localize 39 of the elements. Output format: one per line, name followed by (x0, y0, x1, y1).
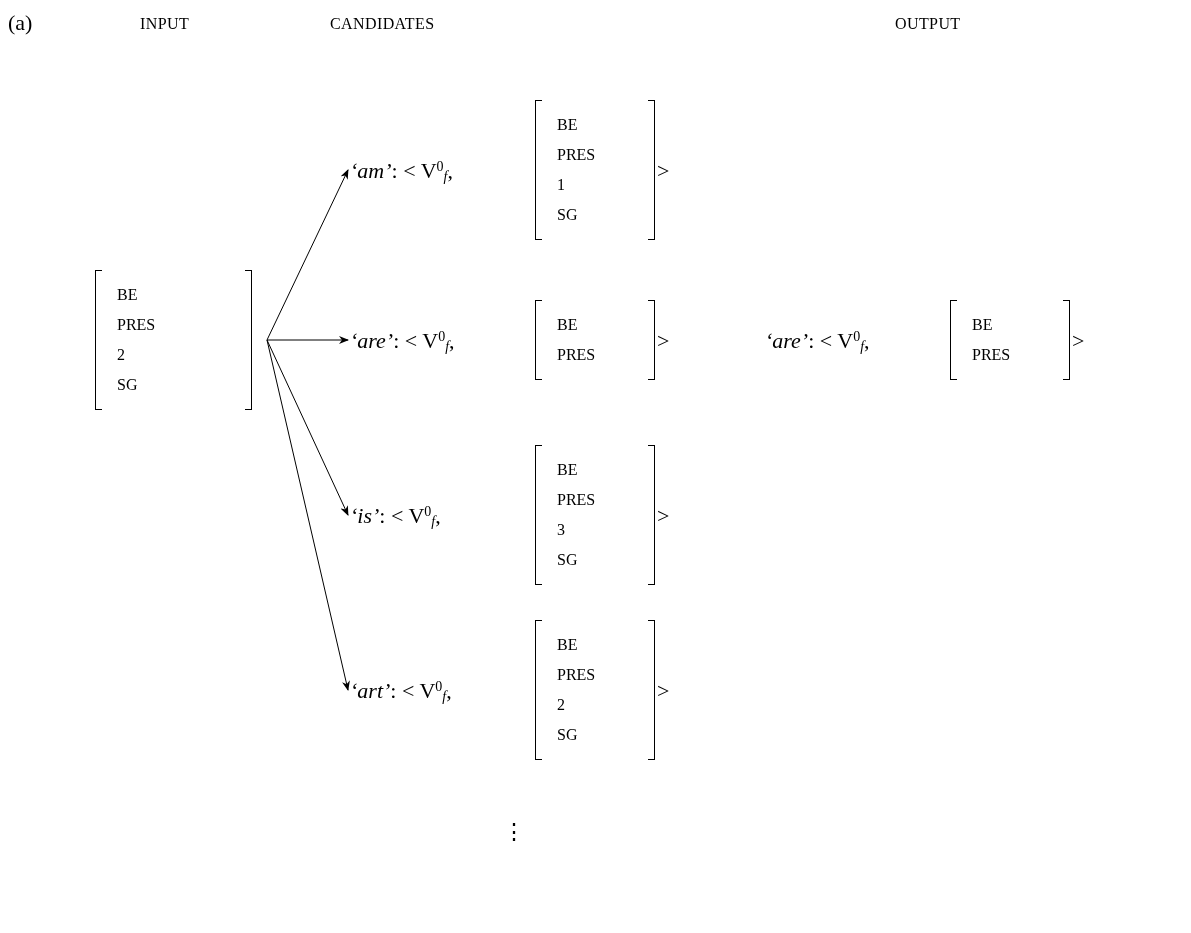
closing-angle: > (657, 501, 670, 530)
feature-label: BE (557, 460, 578, 480)
feature-label: 2 (557, 695, 565, 715)
closing-angle: > (657, 156, 670, 185)
feature-label: BE (117, 285, 138, 305)
feature-label: SG (557, 725, 578, 745)
feature-label: 2 (117, 345, 125, 365)
panel-label: (a) (8, 9, 33, 37)
feature-label: PRES (557, 345, 596, 365)
feature-label: BE (557, 635, 578, 655)
feature-label: 3 (557, 520, 565, 540)
feature-label: BE (972, 315, 993, 335)
feature-label: PRES (557, 145, 596, 165)
ellipsis: ⋮ (503, 818, 525, 846)
closing-angle: > (657, 326, 670, 355)
feature-label: BE (557, 115, 578, 135)
arrow (266, 339, 350, 691)
column-heading: CANDIDATES (330, 14, 435, 34)
column-heading: INPUT (140, 14, 190, 34)
feature-label: 1 (557, 175, 565, 195)
feature-label: PRES (972, 345, 1011, 365)
feature-label: BE (557, 315, 578, 335)
feature-label: PRES (117, 315, 156, 335)
word-form: ‘am’: < V$^{0}$$_{f}$, (350, 156, 454, 186)
word-form: ‘are’: < V$^{0}$$_{f}$, (350, 326, 456, 356)
feature-label: SG (117, 375, 138, 395)
arrow (266, 169, 349, 341)
arrow (266, 336, 349, 344)
feature-label: PRES (557, 665, 596, 685)
feature-label: SG (557, 205, 578, 225)
feature-label: PRES (557, 490, 596, 510)
column-heading: OUTPUT (895, 14, 961, 34)
arrow (266, 339, 349, 516)
word-form: ‘are’: < V$^{0}$$_{f}$, (765, 326, 871, 356)
word-form: ‘art’: < V$^{0}$$_{f}$, (350, 676, 453, 706)
closing-angle: > (1072, 326, 1085, 355)
word-form: ‘is’: < V$^{0}$$_{f}$, (350, 501, 442, 531)
closing-angle: > (657, 676, 670, 705)
feature-label: SG (557, 550, 578, 570)
